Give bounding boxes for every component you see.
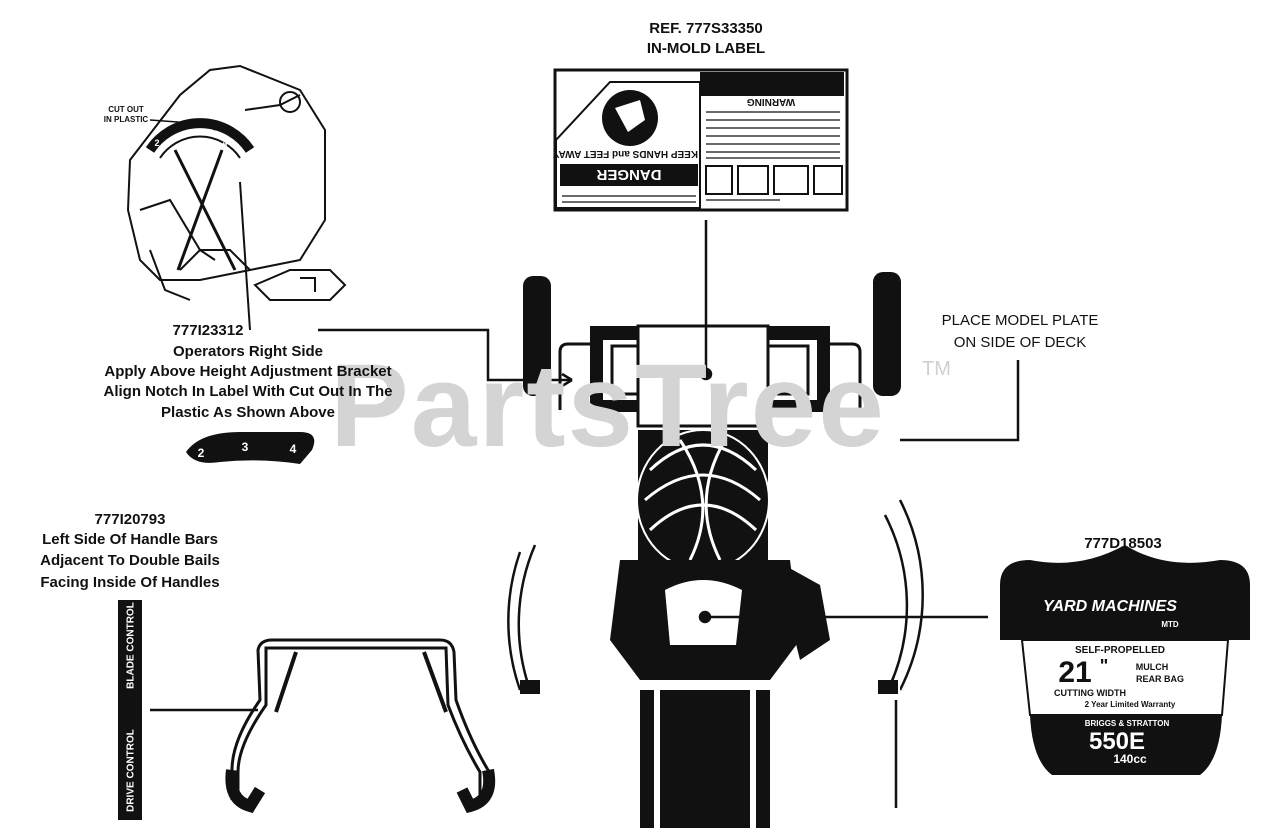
deck-part-number: 777D18503 — [1084, 535, 1162, 552]
strip-drive-control: DRIVE CONTROL — [125, 729, 137, 812]
deck-feature-1: MULCH — [1135, 662, 1169, 672]
deck-cutting-width: CUTTING WIDTH — [1054, 688, 1126, 698]
wheels — [520, 272, 901, 694]
strip-blade-control: BLADE CONTROL — [125, 602, 137, 689]
in-mold-label-graphic — [553, 68, 849, 212]
height-bracket-detail — [126, 64, 347, 331]
height-line-2: Apply Above Height Adjustment Bracket — [104, 363, 392, 380]
deck-feature-2: REAR BAG — [1135, 674, 1184, 684]
handle-line-3: Facing Inside Of Handles — [40, 574, 220, 591]
handle-line-1: Left Side Of Handle Bars — [42, 531, 218, 548]
model-plate-line-1: PLACE MODEL PLATE — [941, 312, 1099, 329]
height-line-3: Align Notch In Label With Cut Out In The — [103, 383, 393, 400]
deck-type: SELF-PROPELLED — [1074, 645, 1165, 656]
deck-label-graphic — [1000, 545, 1250, 775]
danger-slogan: KEEP HANDS and FEET AWAY — [552, 148, 698, 159]
deck-brand: YARD MACHINES — [1043, 598, 1177, 615]
leader-lines — [150, 220, 1020, 808]
trademark-mark: TM — [922, 358, 951, 380]
bracket-number-3: 3 — [187, 138, 193, 148]
bracket-number-2: 2 — [154, 138, 160, 148]
handle-sticker-strip — [118, 600, 142, 820]
deck-warranty: 2 Year Limited Warranty — [1084, 700, 1176, 709]
sticker-number-3: 3 — [241, 440, 249, 454]
mower-deck — [507, 499, 924, 691]
height-scale-sticker — [186, 432, 315, 464]
deck-engine-cc: 140cc — [1113, 752, 1147, 766]
warning-word: WARNING — [746, 96, 796, 107]
sticker-number-2: 2 — [197, 446, 205, 460]
bracket-number-4: 4 — [222, 138, 228, 148]
model-plate-line-2: ON SIDE OF DECK — [953, 334, 1087, 351]
deck-engine-model: 550E — [1088, 728, 1146, 755]
in-mold-ref: REF. 777S33350 — [649, 20, 763, 37]
height-line-1: Operators Right Side — [172, 343, 324, 360]
sticker-number-4: 4 — [289, 442, 297, 456]
height-part-number: 777I23312 — [172, 322, 244, 339]
height-line-4: Plastic As Shown Above — [161, 404, 335, 421]
deck-size: 21 — [1058, 656, 1092, 689]
in-mold-title: IN-MOLD LABEL — [646, 40, 766, 57]
cut-out-note-2: IN PLASTIC — [103, 115, 149, 124]
cut-out-note-1: CUT OUT — [108, 105, 144, 114]
handle-part-number: 777I20793 — [94, 511, 166, 528]
deck-engine-brand: BRIGGS & STRATTON — [1084, 719, 1170, 728]
danger-word: DANGER — [596, 166, 662, 183]
watermark-text: PartsTree — [330, 340, 886, 472]
handle-line-2: Adjacent To Double Bails — [40, 552, 220, 569]
deck-brand-sub: MTD — [1161, 620, 1179, 629]
handle-bars — [225, 638, 496, 813]
deck-size-unit: " — [1099, 656, 1109, 676]
